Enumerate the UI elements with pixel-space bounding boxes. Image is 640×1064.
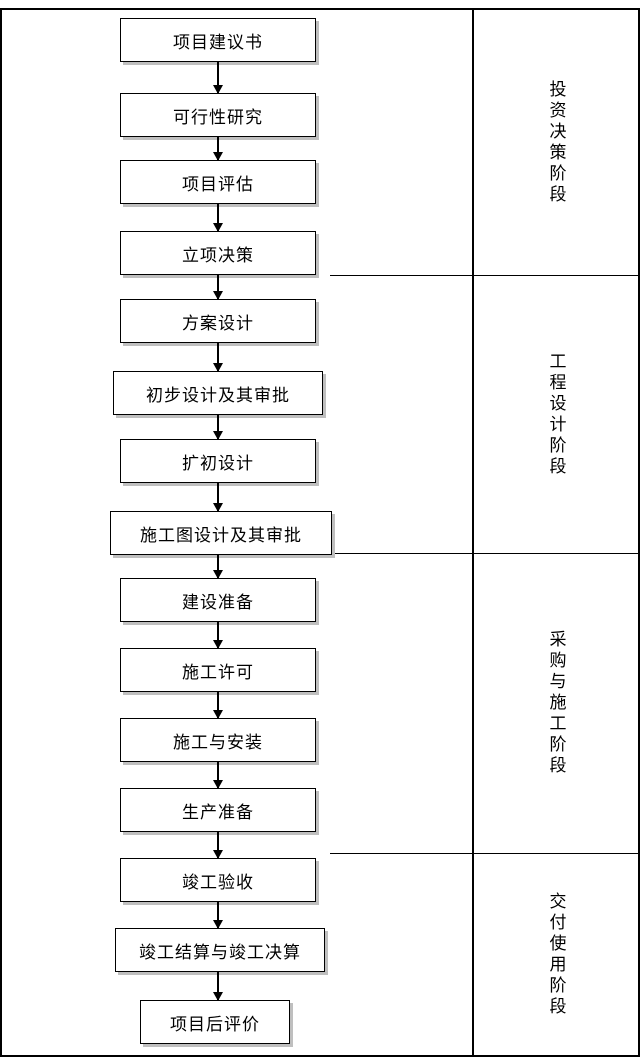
process-node-label: 施工图设计及其审批 xyxy=(140,525,302,545)
flow-arrow xyxy=(213,204,223,232)
process-node[interactable]: 项目后评价 xyxy=(140,1000,290,1044)
process-node[interactable]: 立项决策 xyxy=(120,231,316,275)
process-node[interactable]: 方案设计 xyxy=(120,299,316,343)
stage-divider xyxy=(330,853,638,854)
process-node[interactable]: 项目评估 xyxy=(120,160,316,204)
flow-arrow xyxy=(213,902,223,929)
flow-arrow xyxy=(213,832,223,859)
process-node-label: 方案设计 xyxy=(182,313,254,333)
flow-arrow xyxy=(213,692,223,719)
process-node-label: 竣工结算与竣工决算 xyxy=(139,942,301,962)
flow-arrow xyxy=(213,762,223,789)
process-node-label: 立项决策 xyxy=(182,245,254,265)
process-node[interactable]: 可行性研究 xyxy=(120,93,316,137)
frame-right-border xyxy=(638,8,640,1057)
process-node-label: 扩初设计 xyxy=(182,453,254,473)
process-node[interactable]: 建设准备 xyxy=(120,578,316,622)
process-node-label: 施工许可 xyxy=(182,662,254,682)
frame-top-border xyxy=(0,8,640,10)
process-node-label: 施工与安装 xyxy=(173,732,263,752)
process-node[interactable]: 竣工验收 xyxy=(120,858,316,902)
process-node-label: 初步设计及其审批 xyxy=(146,385,290,405)
process-node-label: 项目后评价 xyxy=(170,1014,260,1034)
frame-bottom-border xyxy=(0,1055,640,1057)
flow-arrow xyxy=(213,343,223,372)
process-node-label: 建设准备 xyxy=(182,592,254,612)
process-node[interactable]: 项目建议书 xyxy=(120,18,316,62)
flow-arrow xyxy=(213,622,223,649)
process-node[interactable]: 生产准备 xyxy=(120,788,316,832)
stage-divider xyxy=(330,553,638,554)
stage-label-investment: 投资决策阶段 xyxy=(546,79,566,206)
stage-label-construction: 采购与施工阶段 xyxy=(546,630,566,777)
flow-arrow xyxy=(213,275,223,300)
flow-arrow xyxy=(213,483,223,512)
process-node[interactable]: 竣工结算与竣工决算 xyxy=(115,928,325,972)
process-node[interactable]: 施工许可 xyxy=(120,648,316,692)
process-node-label: 竣工验收 xyxy=(182,872,254,892)
flow-arrow xyxy=(213,415,223,440)
process-node[interactable]: 初步设计及其审批 xyxy=(113,371,323,415)
frame-left-border xyxy=(0,8,2,1057)
stage-label-design: 工程设计阶段 xyxy=(546,351,566,478)
process-node[interactable]: 扩初设计 xyxy=(120,439,316,483)
process-node-label: 项目评估 xyxy=(182,174,254,194)
column-divider xyxy=(472,8,474,1057)
process-node-label: 生产准备 xyxy=(182,802,254,822)
flow-arrow xyxy=(213,555,223,579)
stage-divider xyxy=(330,275,638,276)
process-node-label: 可行性研究 xyxy=(173,107,263,127)
flow-arrow xyxy=(213,137,223,161)
process-node[interactable]: 施工与安装 xyxy=(120,718,316,762)
flow-arrow xyxy=(213,62,223,94)
flow-arrow xyxy=(213,972,223,1001)
process-node[interactable]: 施工图设计及其审批 xyxy=(110,511,332,555)
process-node-label: 项目建议书 xyxy=(173,32,263,52)
stage-label-delivery: 交付使用阶段 xyxy=(546,891,566,1018)
